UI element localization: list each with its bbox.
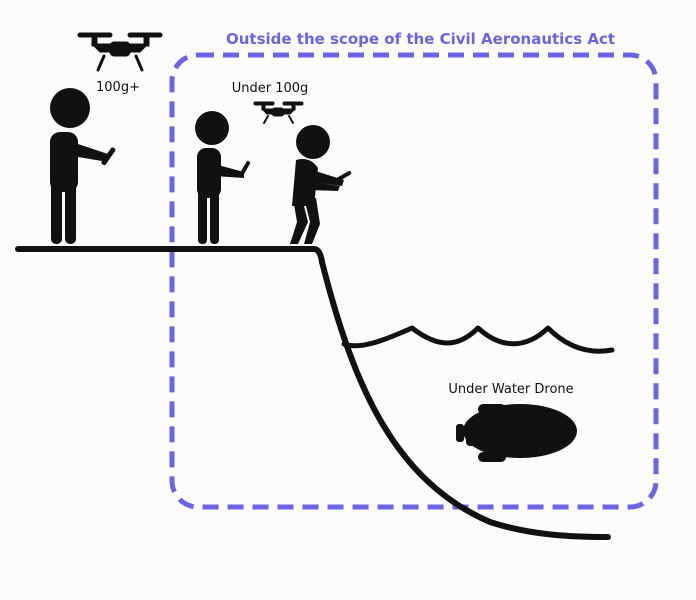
large-drone-icon	[77, 32, 163, 72]
person-icon	[195, 111, 250, 244]
underwater-drone-icon	[456, 404, 577, 462]
small-drone-label: Under 100g	[232, 81, 309, 96]
small-drone-icon	[253, 101, 304, 124]
water-wave-icon	[341, 325, 615, 354]
scope-boundary	[169, 52, 659, 510]
cliff-slope	[319, 259, 611, 540]
person-icon	[290, 125, 352, 244]
large-drone-label: 100g+	[96, 80, 140, 95]
underwater-drone-label: Under Water Drone	[448, 382, 573, 397]
scope-title: Outside the scope of the Civil Aeronauti…	[226, 30, 616, 48]
person-icon	[50, 88, 116, 244]
